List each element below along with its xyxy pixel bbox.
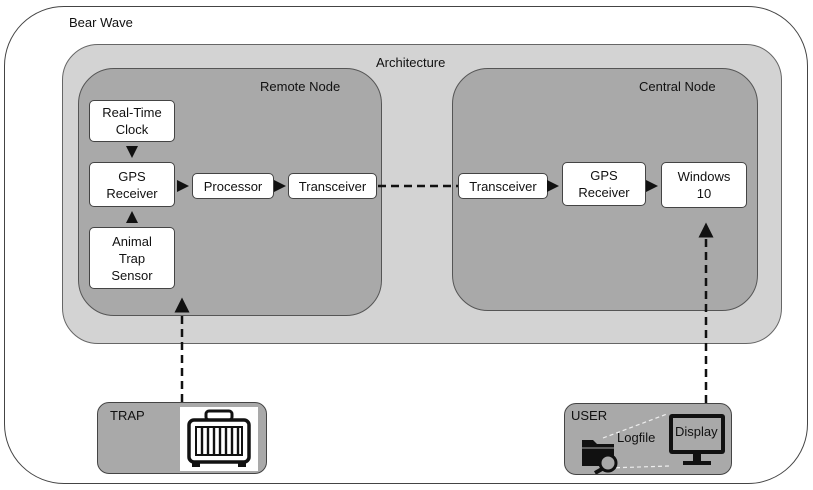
remote-gps-receiver-label: GPS Receiver [106,168,158,201]
display-label: Display [675,424,718,439]
central-transceiver-label: Transceiver [469,178,537,194]
central-node-title: Central Node [639,79,716,94]
real-time-clock-label: Real-Time Clock [102,105,162,137]
trap-panel: TRAP [97,402,267,474]
display-monitor-icon [667,412,727,468]
remote-transceiver-box: Transceiver [288,173,377,199]
processor-box: Processor [192,173,274,199]
user-connector-lines [602,413,670,469]
remote-node-title: Remote Node [260,79,341,94]
windows-10-box: Windows 10 [661,162,747,208]
windows-10-label: Windows 10 [677,169,731,201]
remote-gps-receiver-box: GPS Receiver [89,162,175,207]
trap-title: TRAP [110,408,145,423]
animal-trap-sensor-label: Animal Trap Sensor [111,233,153,283]
architecture-title: Architecture [376,55,446,70]
user-title: USER [571,408,608,423]
user-panel: USER Logfile Display [564,403,732,475]
real-time-clock-box: Real-Time Clock [89,100,175,142]
animal-trap-sensor-box: Animal Trap Sensor [89,227,175,289]
central-transceiver-box: Transceiver [458,173,548,199]
folder-search-icon [580,432,620,475]
central-gps-receiver-label: GPS Receiver [578,168,630,200]
remote-transceiver-label: Transceiver [298,178,367,194]
processor-label: Processor [203,178,263,194]
central-gps-receiver-box: GPS Receiver [562,162,646,206]
bear-wave-title: Bear Wave [69,15,133,30]
logfile-label: Logfile [617,430,656,445]
animal-cage-icon [180,407,258,471]
